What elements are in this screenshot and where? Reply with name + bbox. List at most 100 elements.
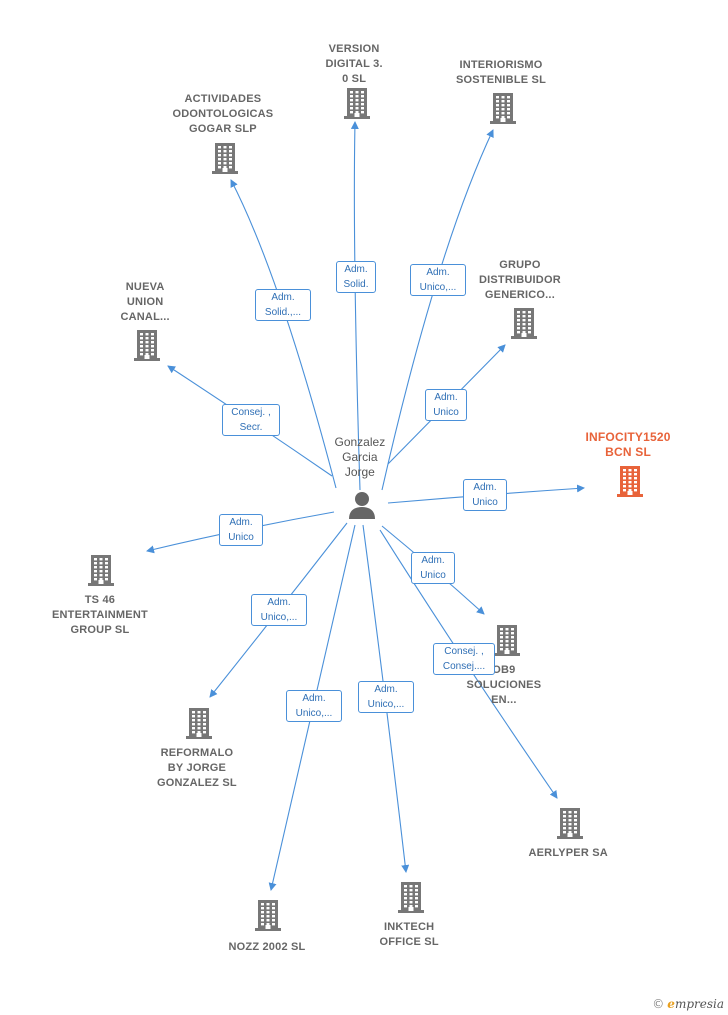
edge-label-line: Adm. xyxy=(434,392,458,403)
edge-label-line: Consej. , xyxy=(444,646,484,657)
edge-label-line: Unico xyxy=(472,497,498,508)
edge-interiorismo xyxy=(381,129,494,491)
edge-label-aerlyper[interactable]: Consej. , Consej.... xyxy=(433,643,495,675)
node-label-ts46-line: GROUP SL xyxy=(70,624,130,636)
brand-initial: e xyxy=(667,997,675,1011)
node-label-grupo-line: DISTRIBUIDOR xyxy=(479,274,561,286)
node-label-infocity-line: BCN SL xyxy=(605,445,651,459)
building-icon-reformalo xyxy=(186,708,212,739)
building-icon-aerlyper xyxy=(557,808,583,839)
edge-label-line: Adm. xyxy=(302,693,326,704)
node-label-version-line: VERSION xyxy=(328,43,380,55)
node-label-actividades-line: GOGAR SLP xyxy=(188,123,257,135)
edge-label-line: Consej.... xyxy=(442,661,486,672)
edge-label-line: Adm. xyxy=(229,517,253,528)
node-label-ts46: TS 46 ENTERTAINMENT GROUP SL xyxy=(52,593,148,638)
building-icon-interiorismo xyxy=(490,93,516,124)
node-label-inktech-line: OFFICE SL xyxy=(379,936,439,948)
node-label-grupo: GRUPO DISTRIBUIDOR GENERICO... xyxy=(479,258,561,303)
edge-label-infocity[interactable]: Adm. Unico xyxy=(463,479,507,511)
node-label-reformalo-line: GONZALEZ SL xyxy=(157,777,237,789)
edge-label-line: Secr. xyxy=(239,422,263,433)
node-label-ob9-line: SOLUCIONES xyxy=(466,679,542,691)
node-label-actividades-line: ODONTOLOGICAS xyxy=(172,108,274,120)
node-label-version-line: 0 SL xyxy=(342,73,367,85)
node-label-nozz: NOZZ 2002 SL xyxy=(229,940,306,955)
edge-label-actividades[interactable]: Adm. Solid.,... xyxy=(255,289,311,321)
edge-label-nozz[interactable]: Adm. Unico,... xyxy=(286,690,342,722)
edge-label-line: Adm. xyxy=(374,684,398,695)
node-label-interiorismo-line: SOSTENIBLE SL xyxy=(456,74,546,86)
edge-label-line: Unico xyxy=(420,570,446,581)
building-icon-ob9 xyxy=(494,625,520,656)
edge-label-line: Adm. xyxy=(421,555,445,566)
node-label-reformalo-line: REFORMALO xyxy=(160,747,234,759)
building-icon-version xyxy=(344,88,370,119)
edge-label-line: Unico,... xyxy=(260,612,298,623)
node-label-inktech: INKTECH OFFICE SL xyxy=(380,920,439,950)
node-label-actividades: ACTIVIDADES ODONTOLOGICAS GOGAR SLP xyxy=(173,92,274,137)
node-label-aerlyper-line: AERLYPER SA xyxy=(528,847,608,859)
node-label-nozz-line: NOZZ 2002 SL xyxy=(228,941,306,953)
edge-label-line: Unico xyxy=(228,532,254,543)
edge-label-line: Unico xyxy=(433,407,459,418)
node-label-version-line: DIGITAL 3. xyxy=(325,58,383,70)
node-label-nueva-line: NUEVA xyxy=(125,281,165,293)
edge-label-line: Solid.,... xyxy=(264,307,302,318)
edge-label-line: Unico,... xyxy=(367,699,405,710)
edge-actividades xyxy=(230,179,337,489)
building-icon-inktech xyxy=(398,882,424,913)
edge-label-line: Adm. xyxy=(267,597,291,608)
edge-label-ts46[interactable]: Adm. Unico xyxy=(219,514,263,546)
edge-label-line: Adm. xyxy=(344,264,368,275)
edge-label-line: Adm. xyxy=(426,267,450,278)
node-label-grupo-line: GRUPO xyxy=(499,259,541,271)
edge-label-ob9[interactable]: Adm. Unico xyxy=(411,552,455,584)
node-label-nueva-line: CANAL... xyxy=(120,311,170,323)
edge-label-line: Adm. xyxy=(473,482,497,493)
copyright-symbol: © xyxy=(652,997,665,1011)
building-icon-ts46 xyxy=(88,555,114,586)
brand-watermark: ©empresia xyxy=(652,997,724,1011)
node-label-nueva-line: UNION xyxy=(126,296,164,308)
node-label-reformalo-line: BY JORGE xyxy=(167,762,227,774)
edge-label-line: Unico,... xyxy=(419,282,457,293)
node-label-reformalo: REFORMALO BY JORGE GONZALEZ SL xyxy=(157,746,237,791)
node-label-grupo-line: GENERICO... xyxy=(484,289,555,301)
node-label-actividades-line: ACTIVIDADES xyxy=(184,93,262,105)
node-label-ob9-line: OB9 xyxy=(492,664,516,676)
node-label-ts46-line: TS 46 xyxy=(84,594,116,606)
center-person-name-line: Jorge xyxy=(344,465,375,479)
building-icon-grupo xyxy=(511,308,537,339)
node-label-interiorismo-line: INTERIORISMO xyxy=(459,59,543,71)
node-label-infocity-line: INFOCITY1520 xyxy=(585,430,671,444)
edge-label-version[interactable]: Adm. Solid. xyxy=(336,261,376,293)
node-label-aerlyper: AERLYPER SA xyxy=(529,846,608,861)
center-person-name-line: Garcia xyxy=(342,450,378,464)
node-label-inktech-line: INKTECH xyxy=(383,921,435,933)
edge-label-grupo[interactable]: Adm. Unico xyxy=(425,389,467,421)
node-label-ob9-line: EN... xyxy=(491,694,517,706)
edge-label-line: Adm. xyxy=(271,292,295,303)
edge-label-reformalo[interactable]: Adm. Unico,... xyxy=(251,594,307,626)
edge-label-line: Solid. xyxy=(343,279,369,290)
edge-label-interiorismo[interactable]: Adm. Unico,... xyxy=(410,264,466,296)
building-icon-infocity xyxy=(617,466,643,497)
edge-label-inktech[interactable]: Adm. Unico,... xyxy=(358,681,414,713)
edge-label-line: Unico,... xyxy=(295,708,333,719)
center-person-name-line: Gonzalez xyxy=(334,435,386,449)
edge-label-line: Consej. , xyxy=(231,407,271,418)
person-icon xyxy=(349,492,375,519)
building-icon-actividades xyxy=(212,143,238,174)
node-label-version: VERSION DIGITAL 3. 0 SL xyxy=(326,42,383,87)
brand-name: mpresia xyxy=(674,997,724,1011)
node-label-interiorismo: INTERIORISMO SOSTENIBLE SL xyxy=(456,58,546,88)
edge-label-nueva[interactable]: Consej. , Secr. xyxy=(222,404,280,436)
building-icon-nozz xyxy=(255,900,281,931)
node-label-ts46-line: ENTERTAINMENT xyxy=(52,609,148,621)
node-label-nueva: NUEVA UNION CANAL... xyxy=(121,280,170,325)
building-icon-nueva xyxy=(134,330,160,361)
